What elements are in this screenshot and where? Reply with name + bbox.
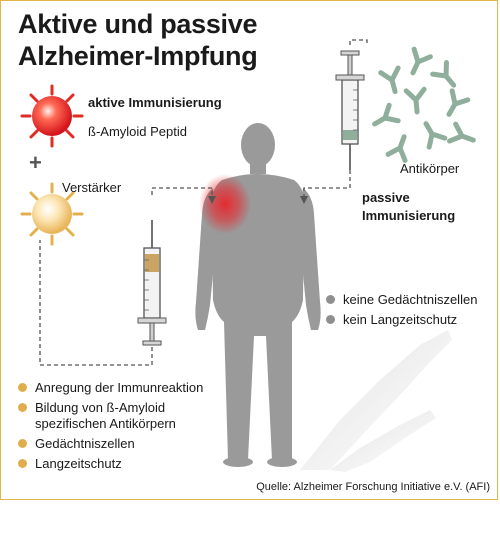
peptide-label: ß-Amyloid Peptid [88, 124, 187, 139]
amyloid-peptide-icon [20, 84, 84, 148]
passive-effects-list: keine Gedächtniszellen kein Langzeitschu… [326, 292, 477, 332]
list-item-label: Bildung von ß-Amyloid spezifischen Antik… [35, 400, 176, 431]
list-item-label: Anregung der Immunreaktion [35, 380, 204, 395]
bullet-dot [18, 383, 27, 392]
bullet-dot [18, 403, 27, 412]
active-effects-list: Anregung der Immunreaktion Bildung von ß… [18, 380, 203, 476]
passive-heading-line-2: Immunisierung [362, 208, 456, 223]
list-item: kein Langzeitschutz [326, 312, 477, 328]
arrow-to-site [208, 196, 216, 204]
active-immunization-heading: aktive Immunisierung [88, 95, 222, 110]
list-item-label: Langzeitschutz [35, 456, 122, 471]
booster-label: Verstärker [62, 180, 122, 195]
syringe-passive-icon [335, 50, 365, 170]
connector-lines [39, 39, 368, 366]
title-line-2: Alzheimer-Impfung [18, 41, 258, 71]
antibodies-icon [372, 46, 476, 163]
list-item: keine Gedächtniszellen [326, 292, 477, 308]
source-credit: Quelle: Alzheimer Forschung Initiative e… [256, 481, 490, 493]
body-shadow [300, 330, 452, 472]
list-item: Bildung von ß-Amyloid spezifischen Antik… [18, 400, 203, 432]
bullet-dot [326, 315, 335, 324]
passive-heading-line-1: passive [362, 190, 410, 205]
booster-icon [20, 182, 84, 246]
page-title: Aktive und passive Alzheimer-Impfung [18, 8, 258, 72]
list-item: Langzeitschutz [18, 456, 203, 472]
list-item-label: keine Gedächtniszellen [343, 292, 478, 307]
antibody-label: Antikörper [400, 161, 460, 176]
list-item-label: kein Langzeitschutz [343, 312, 458, 327]
list-item: Anregung der Immunreaktion [18, 380, 203, 396]
title-line-1: Aktive und passive [18, 9, 258, 39]
injection-site [199, 174, 251, 234]
arrow-to-arm [300, 196, 308, 204]
bullet-dot [18, 439, 27, 448]
bullet-dot [326, 295, 335, 304]
list-item: Gedächtniszellen [18, 436, 203, 452]
syringe-active-icon [137, 220, 167, 346]
human-silhouette [195, 123, 321, 467]
plus-sign: + [29, 150, 42, 175]
list-item-label: Gedächtniszellen [35, 436, 135, 451]
bullet-dot [18, 459, 27, 468]
